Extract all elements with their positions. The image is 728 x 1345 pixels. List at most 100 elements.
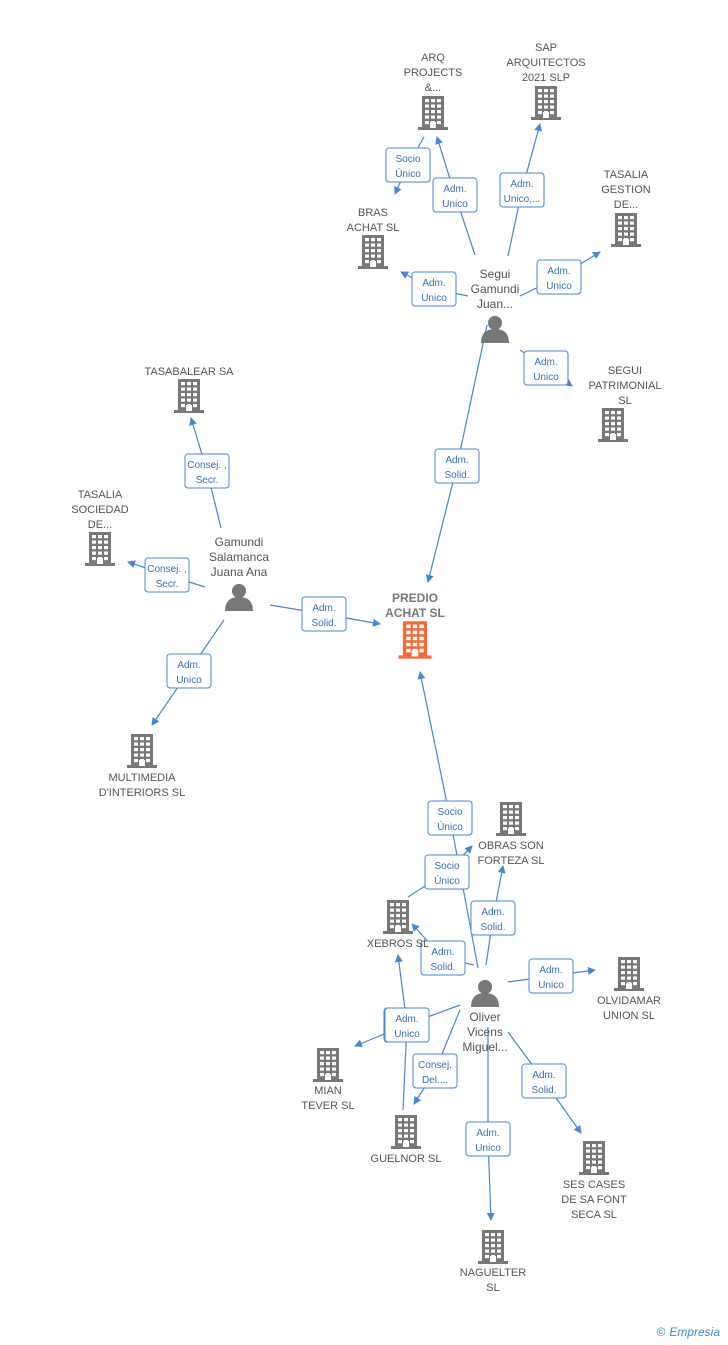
edge-label-frame [427, 800, 473, 836]
company-node-xebros[interactable]: XEBROS SL [367, 900, 429, 950]
node-label-line: SEGUI [608, 365, 642, 377]
person-icon [225, 584, 253, 611]
building-icon [383, 900, 413, 934]
edge-label-box[interactable]: Adm.Unico [523, 350, 569, 386]
company-node-segui_patrimonial[interactable]: SEGUI PATRIMONIAL SL [589, 365, 662, 442]
edge-label-box[interactable]: Adm.Unico,... [499, 172, 545, 208]
edge-label-line: Adm. [312, 603, 335, 614]
edge-label-frame [434, 448, 480, 484]
node-label-line: SL [618, 395, 631, 407]
edge-label-box[interactable]: Adm.Unico [536, 259, 582, 295]
building-icon [358, 235, 388, 269]
node-label-line: NAGUELTER [460, 1267, 526, 1279]
edge-label-frame [184, 453, 230, 489]
edge-label-box[interactable]: Adm.Solid. [420, 940, 466, 976]
company-node-tasabalear[interactable]: TASABALEAR SA [144, 366, 234, 413]
company-node-guelnor[interactable]: GUELNOR SL [371, 1115, 442, 1165]
edge-label-box[interactable]: Adm.Unico [528, 958, 574, 994]
edge-label-frame [523, 350, 569, 386]
edge-label-line: Adm. [445, 455, 468, 466]
edge-label-box[interactable]: Adm.Unico [465, 1121, 511, 1157]
edge-label-frame [385, 147, 431, 183]
edge-label-frame [470, 900, 516, 936]
edge-label-line: Solid. [531, 1085, 556, 1096]
edges-layer: Adm.Solid.Adm.UnicoAdm.Unico,...Adm.Unic… [127, 123, 601, 1221]
building-icon [611, 213, 641, 247]
edge-segui-to-sap: Adm.Unico,... [499, 123, 545, 257]
edge-label-box[interactable]: Adm. Solid. [434, 448, 480, 484]
person-node-oliver[interactable]: OliverVicensMiguel... [462, 980, 508, 1054]
edge-oliver-to-naguelter: Adm.Unico [465, 1027, 511, 1221]
person-node-segui[interactable]: SeguiGamundiJuan... [471, 267, 520, 343]
edge-label-line: Adm. [177, 660, 200, 671]
edge-gamundi-to-tasalia_sociedad: Consej. ,Secr. [127, 557, 206, 593]
edge-label-box[interactable]: Consej. ,Secr. [144, 557, 190, 593]
edge-label-box[interactable]: Adm.Unico [384, 1007, 430, 1043]
node-label-line: GESTION [601, 184, 651, 196]
edge-label-box[interactable]: Consej.Del.... [412, 1053, 458, 1089]
edge-label-line: Del.... [422, 1075, 448, 1086]
edge-label-line: Único [434, 874, 460, 887]
edge-label-box[interactable]: Consej. ,Secr. [184, 453, 230, 489]
edge-label-box[interactable]: Adm.Solid. [301, 596, 347, 632]
node-label-line: SECA SL [571, 1209, 617, 1221]
edge-label-frame [301, 596, 347, 632]
edge-segui-to-segui_patrimonial: Adm.Unico [519, 349, 573, 387]
edge-label-frame [536, 259, 582, 295]
edge-label-line: Solid. [430, 962, 455, 973]
edge-label-line: Socio [437, 807, 462, 818]
node-label-line: BRAS [358, 207, 388, 219]
building-icon [496, 802, 526, 836]
edge-gamundi-to-predio: Adm.Solid. [269, 596, 381, 632]
main-building-icon [398, 621, 432, 659]
edge-label-line: Unico [442, 199, 468, 210]
edge-label-box[interactable]: Adm.Unico [432, 177, 478, 213]
edge-label-frame [412, 1053, 458, 1089]
edge-label-box[interactable]: Adm.Unico [411, 271, 457, 307]
edge-label-box[interactable]: Adm.Solid. [470, 900, 516, 936]
edge-label-box[interactable]: Adm.Solid. [521, 1063, 567, 1099]
node-label-line: Gamundi [215, 535, 264, 549]
node-label-line: MULTIMEDIA [108, 772, 176, 784]
company-node-tasalia_sociedad[interactable]: TASALIASOCIEDADDE... [71, 489, 129, 566]
edge-label-line: Adm. [422, 278, 445, 289]
building-icon [174, 379, 204, 413]
edge-label-line: Secr. [156, 579, 179, 590]
edge-label-line: Socio [395, 154, 420, 165]
building-icon [598, 408, 628, 442]
edge-label-line: Socio [434, 861, 459, 872]
building-icon [85, 532, 115, 566]
node-label-line: OBRAS SON [478, 840, 543, 852]
person-icon [481, 316, 509, 343]
edge-label-line: Solid. [444, 470, 469, 481]
building-icon [531, 86, 561, 120]
edge-label-box[interactable]: Adm.Unico [166, 653, 212, 689]
company-node-arq[interactable]: ARQPROJECTS&... [404, 52, 463, 130]
node-label-line: SAP [535, 42, 557, 54]
edge-label-frame [424, 854, 470, 890]
edge-oliver-to-guelnor: Consej.Del.... [412, 1009, 461, 1105]
company-node-tasalia_gestion[interactable]: TASALIAGESTIONDE... [601, 169, 651, 247]
edge-label-line: Unico [538, 980, 564, 991]
node-label-line: PATRIMONIAL [589, 380, 662, 392]
node-label-line: XEBROS SL [367, 938, 429, 950]
copyright-symbol: © [656, 1325, 666, 1339]
node-label-line: SOCIEDAD [71, 504, 129, 516]
node-label-line: Miguel... [462, 1040, 507, 1054]
node-label-line: ARQUITECTOS [506, 57, 585, 69]
node-label-line: PREDIO [392, 591, 438, 605]
